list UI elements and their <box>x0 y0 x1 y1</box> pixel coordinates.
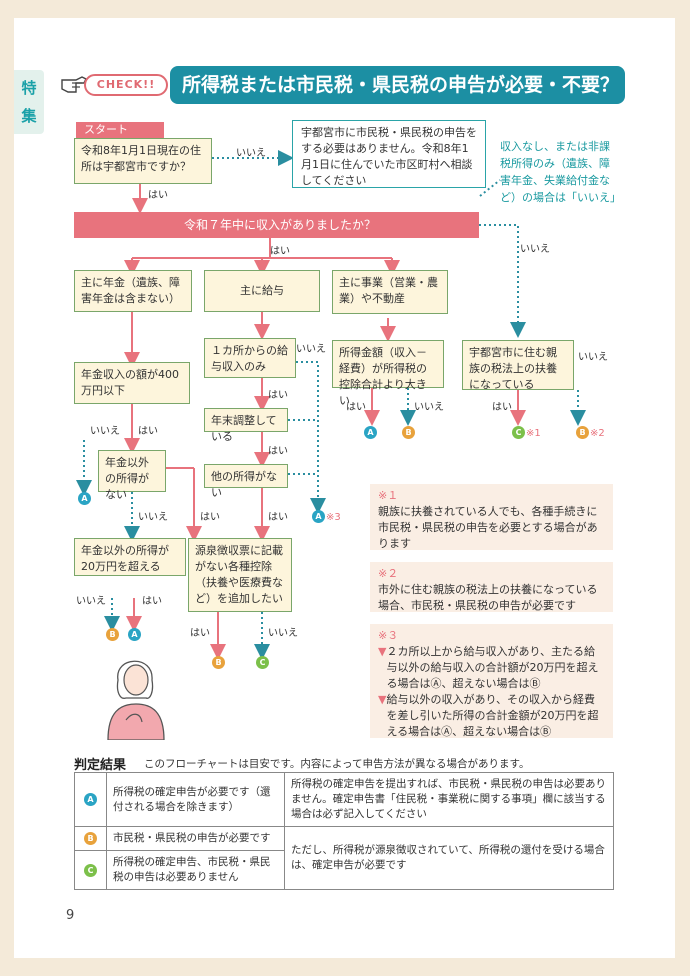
result-b-badge: B <box>84 832 97 845</box>
note2-ref: ※2 <box>590 428 605 439</box>
results-subtitle: このフローチャートは目安です。内容によって申告方法が異なる場合があります。 <box>144 758 530 770</box>
result-a-badge: A <box>84 793 97 806</box>
result-note: 所得税の確定申告を提出すれば、市民税・県民税の申告は必要ありません。確定申告書「… <box>284 772 614 827</box>
label-no: いいえ <box>414 402 444 413</box>
start-label: スタート <box>76 122 164 138</box>
question-income: 令和７年中に収入がありましたか？ <box>74 212 479 238</box>
side-tab: 特 集 <box>14 70 44 134</box>
teal-note: 収入なし、または非課税所得のみ（遺族、障害年金、失業給付金など）の場合は「いいえ… <box>500 140 621 204</box>
page-number: 9 <box>66 908 75 923</box>
label-no: いいえ <box>138 512 168 523</box>
label-yes: はい <box>200 512 220 523</box>
triangle-icon: ▼ <box>378 645 387 658</box>
note-3-b: 給与以外の収入があり、その収入から経費を差し引いた所得の合計金額が20万円を超え… <box>386 693 599 738</box>
label-yes: はい <box>268 390 288 401</box>
triangle-icon: ▼ <box>378 693 387 706</box>
result-c-badge: C <box>256 656 269 669</box>
note-3-a: ２カ所以上から給与収入があり、主たる給与以外の給与収入の合計額が20万円を超える… <box>386 645 599 690</box>
note-3: ※３ ▼２カ所以上から給与収入があり、主たる給与以外の給与収入の合計額が20万円… <box>370 624 613 738</box>
label-yes: はい <box>190 628 210 639</box>
label-no: いいえ <box>578 352 608 363</box>
result-a-badge: A <box>364 426 377 439</box>
page-title: 所得税または市民税・県民税の申告が必要・不要？ <box>170 66 625 104</box>
result-a-badge: A <box>128 628 141 641</box>
label-no: いいえ <box>76 596 106 607</box>
badge-cell: B <box>74 826 107 851</box>
label-yes: はい <box>148 190 168 201</box>
result-b-badge: B <box>212 656 225 669</box>
result-b-badge: B <box>576 426 589 439</box>
result-a-badge: A <box>78 492 91 505</box>
result-c-badge: C <box>84 863 97 877</box>
label-yes: はい <box>346 402 366 413</box>
note-3-item: ▼２カ所以上から給与収入があり、主たる給与以外の給与収入の合計額が20万円を超え… <box>378 644 605 692</box>
question-salary-one: １カ所からの給与収入のみ <box>204 338 296 378</box>
label-yes: はい <box>138 426 158 437</box>
label-yes: はい <box>270 246 290 257</box>
result-a-badge: A <box>312 510 325 523</box>
table-row: C 所得税の確定申告、市民税・県民税の申告は必要ありません <box>74 850 614 890</box>
note-3-title: ※３ <box>378 629 399 642</box>
side-tab-char: 集 <box>21 107 37 125</box>
result-b-badge: B <box>402 426 415 439</box>
label-no: いいえ <box>296 344 326 355</box>
result-c-badge: C <box>512 426 525 439</box>
question-year-end: 年末調整している <box>204 408 288 443</box>
badge-cell: C <box>74 850 107 890</box>
label-yes: はい <box>492 402 512 413</box>
category-pension: 主に年金（遺族、障害年金は含まない） <box>74 270 192 312</box>
result-note: ただし、所得税が源泉徴収されていて、所得税の還付を受ける場合は、確定申告が必要で… <box>284 826 614 890</box>
question-residence: 令和8年1月1日現在の住所は宇都宮市ですか？ <box>74 138 212 184</box>
badge-cell: A <box>74 772 107 827</box>
result-text: 所得税の確定申告、市民税・県民税の申告は必要ありません <box>106 850 285 890</box>
note-1-title: ※１ <box>378 489 399 502</box>
result-b-badge: B <box>106 628 119 641</box>
result-text: 市民税・県民税の申告が必要です <box>106 826 285 851</box>
table-row: B 市民税・県民税の申告が必要です ただし、所得税が源泉徴収されていて、所得税の… <box>74 826 614 890</box>
note1-ref: ※1 <box>526 428 541 439</box>
note-1-text: 親族に扶養されている人でも、各種手続きに市民税・県民税の申告を必要とする場合があ… <box>378 505 598 550</box>
label-yes: はい <box>142 596 162 607</box>
results-title: 判定結果 <box>74 758 127 773</box>
result-not-resident: 宇都宮市に市民税・県民税の申告をする必要はありません。令和8年1月1日に住んでい… <box>292 120 486 188</box>
result-text: 所得税の確定申告が必要です（還付される場合を除きます） <box>106 772 285 827</box>
table-row: A 所得税の確定申告が必要です（還付される場合を除きます） 所得税の確定申告を提… <box>74 772 614 827</box>
label-no: いいえ <box>236 148 266 159</box>
label-no: いいえ <box>268 628 298 639</box>
note-3-item: ▼給与以外の収入があり、その収入から経費を差し引いた所得の合計金額が20万円を超… <box>378 692 605 740</box>
note-2: ※２ 市外に住む親族の税法上の扶養になっている場合、市民税・県民税の申告が必要で… <box>370 562 613 612</box>
question-pension-other-20: 年金以外の所得が20万円を超える <box>74 538 186 576</box>
side-tab-char: 特 <box>21 79 37 97</box>
category-salary: 主に給与 <box>204 270 320 312</box>
question-other-income: 他の所得がない <box>204 464 288 499</box>
pointing-hand-icon <box>61 76 87 93</box>
label-no: いいえ <box>90 426 120 437</box>
note-2-title: ※２ <box>378 567 399 580</box>
category-business: 主に事業（営業・農業）や不動産 <box>332 270 448 314</box>
label-yes: はい <box>268 512 288 523</box>
check-badge: CHECK!! <box>84 74 168 96</box>
note3-ref: ※3 <box>326 512 341 523</box>
results-table: A 所得税の確定申告が必要です（還付される場合を除きます） 所得税の確定申告を提… <box>74 772 614 890</box>
question-pension-amount: 年金収入の額が400万円以下 <box>74 362 190 404</box>
label-no: いいえ <box>520 244 550 255</box>
label-yes: はい <box>268 446 288 457</box>
question-dependent: 宇都宮市に住む親族の税法上の扶養になっている <box>462 340 574 391</box>
question-pension-other: 年金以外の所得がない <box>98 450 166 501</box>
question-deduction: 源泉徴収票に記載がない各種控除（扶養や医療費など）を追加したい <box>188 538 292 612</box>
note-2-text: 市外に住む親族の税法上の扶養になっている場合、市民税・県民税の申告が必要です <box>378 583 598 612</box>
question-business-amount: 所得金額（収入－経費）が所得税の控除合計より大きい <box>332 340 444 407</box>
note-1: ※１ 親族に扶養されている人でも、各種手続きに市民税・県民税の申告を必要とする場… <box>370 484 613 550</box>
woman-illustration <box>107 660 165 740</box>
